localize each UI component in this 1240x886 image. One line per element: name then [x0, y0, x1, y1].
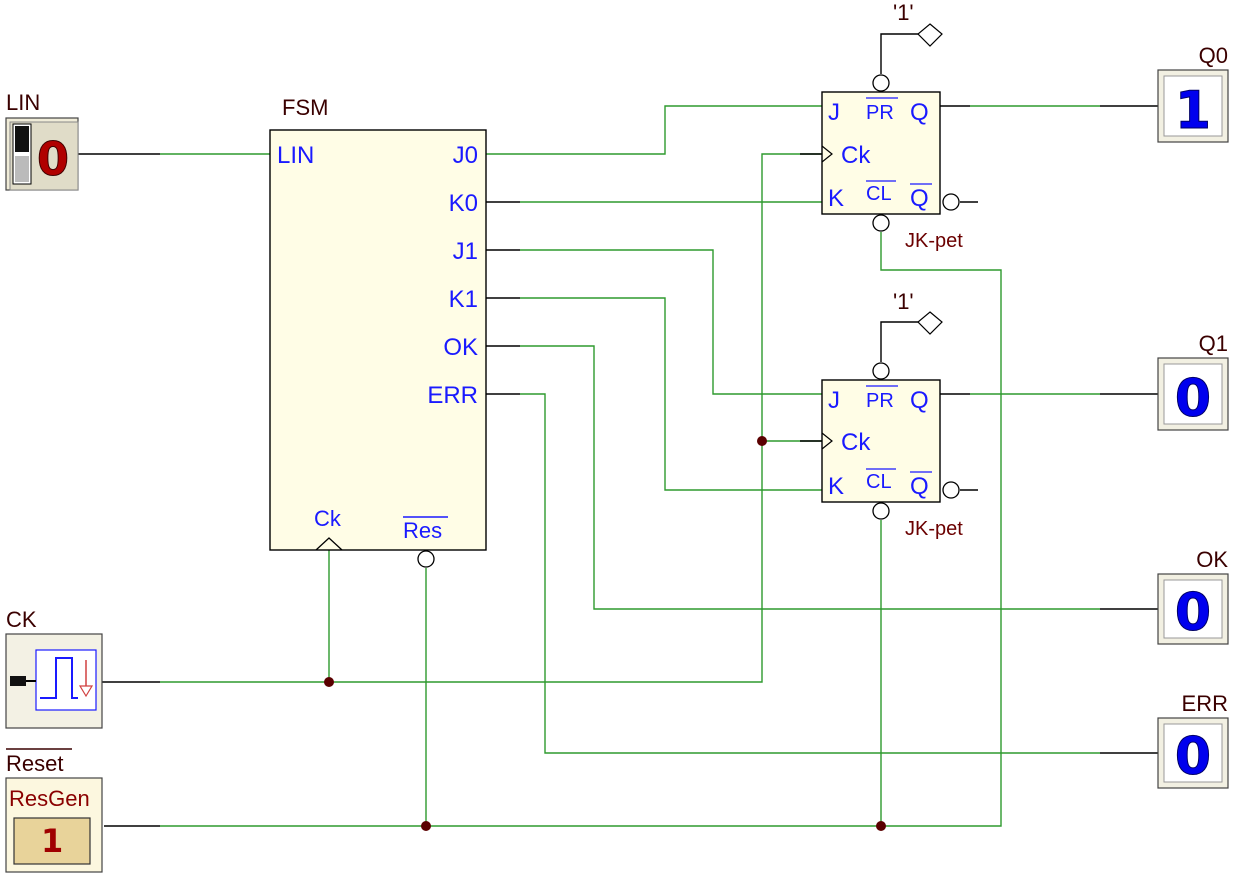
junction-dot: [421, 821, 431, 831]
clock-wave-icon: [10, 657, 94, 699]
ff1-const: '1': [893, 289, 914, 314]
ff1-pin-pr: PR: [866, 390, 894, 412]
q0-label: Q0: [1199, 43, 1228, 68]
constant-diamond-icon: [917, 23, 943, 47]
ff1-label: JK-pet: [905, 518, 963, 540]
ok-value: 0: [1175, 583, 1211, 643]
junction-dot: [876, 821, 886, 831]
output-err: ERR 0: [1157, 691, 1229, 789]
reset-generator[interactable]: Reset ResGen 1: [5, 748, 103, 873]
err-label: ERR: [1182, 691, 1228, 716]
inversion-bubble-icon: [417, 550, 435, 568]
q1-value: 0: [1175, 369, 1211, 429]
flipflop-1[interactable]: '1' J PR Q Ck K CL Q JK-pet: [821, 289, 963, 540]
ck-label: CK: [6, 607, 37, 632]
lin-input[interactable]: LIN 0: [5, 90, 79, 191]
ff0-pin-cl: CL: [866, 183, 892, 205]
ff1-pin-k: K: [828, 473, 844, 500]
ff0-pin-q: Q: [910, 99, 929, 126]
flipflop-0[interactable]: '1' J PR Q Ck K CL Q JK-pet: [821, 0, 963, 252]
q0-value: 1: [1175, 81, 1211, 141]
q1-label: Q1: [1199, 331, 1228, 356]
clock-edge-icon: [821, 432, 833, 450]
inversion-bubble-icon: [942, 193, 960, 211]
constant-diamond-icon: [917, 311, 943, 335]
fsm-pin-res: Res: [403, 518, 442, 543]
clear-bubble-icon: [872, 214, 890, 232]
fsm-pin-err: ERR: [427, 382, 478, 409]
inversion-bubble-icon: [942, 481, 960, 499]
clock-edge-icon: [821, 145, 833, 163]
reset-label: Reset: [6, 751, 63, 776]
fsm-block[interactable]: FSM LIN J0 K0 J1 K1 OK ERR Ck Res: [269, 95, 487, 568]
ff0-pin-j: J: [828, 99, 840, 126]
fsm-pin-k0: K0: [449, 190, 478, 217]
junctions: [324, 436, 886, 831]
lin-value: 0: [37, 132, 69, 186]
output-q1: Q1 0: [1157, 331, 1229, 431]
preset-bubble-icon: [872, 362, 890, 380]
fsm-pin-ck: Ck: [314, 506, 342, 531]
reset-button[interactable]: [13, 817, 91, 865]
fsm-pin-j0: J0: [453, 142, 478, 169]
fsm-pin-j1: J1: [453, 238, 478, 265]
ff1-pin-qn: Q: [910, 473, 929, 500]
junction-dot: [324, 677, 334, 687]
ff0-pin-qn: Q: [910, 185, 929, 212]
preset-bubble-icon: [872, 74, 890, 92]
lin-label: LIN: [6, 90, 40, 115]
clear-bubble-icon: [872, 502, 890, 520]
ff0-pin-pr: PR: [866, 102, 894, 124]
resgen-label: ResGen: [9, 786, 90, 811]
ff1-pin-q: Q: [910, 387, 929, 414]
junction-dot: [757, 436, 767, 446]
ff0-pin-k: K: [828, 185, 844, 212]
clock-edge-icon: [315, 537, 343, 551]
fsm-pin-ok: OK: [443, 334, 478, 361]
ff1-pin-j: J: [828, 387, 840, 414]
output-ok: OK 0: [1157, 547, 1229, 645]
wires: [78, 33, 1160, 827]
ff1-pin-ck: Ck: [841, 429, 871, 456]
ff0-pin-ck: Ck: [841, 142, 871, 169]
output-q0: Q0 1: [1157, 43, 1229, 143]
ff1-pin-cl: CL: [866, 471, 892, 493]
ok-label: OK: [1196, 547, 1228, 572]
fsm-pin-k1: K1: [449, 286, 478, 313]
clock-generator[interactable]: CK: [5, 607, 103, 729]
ff0-const: '1': [893, 0, 914, 25]
ff0-label: JK-pet: [905, 230, 963, 252]
fsm-title: FSM: [282, 95, 328, 120]
err-value: 0: [1175, 727, 1211, 787]
reset-value: 1: [41, 822, 63, 860]
fsm-pin-lin: LIN: [277, 142, 314, 169]
